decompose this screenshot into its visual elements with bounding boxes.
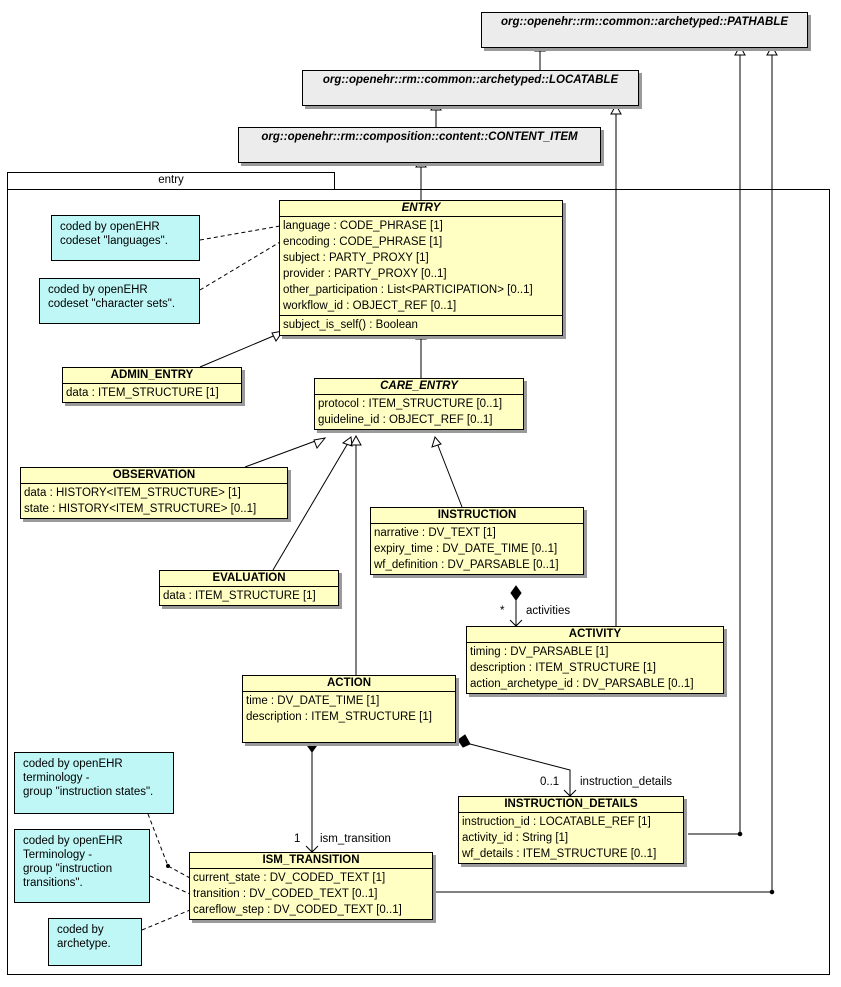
ism-transition-role: ism_transition (320, 833, 391, 845)
attribute: narrative : DV_TEXT [1] (374, 527, 496, 539)
note-instruction-states: coded by openEHR terminology - group "in… (14, 752, 174, 814)
attribute: description : ITEM_STRUCTURE [1] (470, 662, 656, 674)
attribute: provider : PARTY_PROXY [0..1] (283, 268, 447, 280)
pathable-class[interactable]: org::openehr::rm::common::archetyped::PA… (481, 12, 808, 48)
attribute-list: data : ITEM_STRUCTURE [1] (63, 384, 241, 402)
attribute: description : ITEM_STRUCTURE [1] (246, 711, 432, 723)
note-line: codeset "character sets". (48, 298, 176, 310)
note-line: terminology - (23, 772, 90, 784)
ism-transition-multiplicity: 1 (294, 833, 301, 845)
attribute: instruction_id : LOCATABLE_REF [1] (462, 816, 651, 828)
attribute-list: data : HISTORY<ITEM_STRUCTURE> [1] state… (21, 484, 287, 518)
operation: subject_is_self() : Boolean (283, 319, 418, 331)
entry-class[interactable]: ENTRY language : CODE_PHRASE [1] encodin… (279, 200, 563, 336)
note-archetype: coded by archetype. (48, 918, 142, 966)
note-line: codeset "languages". (60, 235, 168, 247)
attribute: timing : DV_PARSABLE [1] (470, 646, 609, 658)
attribute: careflow_step : DV_CODED_TEXT [0..1] (193, 904, 402, 916)
activity-class[interactable]: ACTIVITY timing : DV_PARSABLE [1] descri… (466, 626, 724, 694)
note-line: archetype. (57, 938, 111, 950)
note-line: group "instruction (23, 863, 113, 875)
note-line: Terminology - (23, 849, 93, 861)
package-frame (7, 189, 830, 975)
class-title: ACTIVITY (467, 627, 723, 643)
attribute: wf_details : ITEM_STRUCTURE [0..1] (462, 848, 657, 860)
class-title: OBSERVATION (21, 468, 287, 484)
attribute: subject : PARTY_PROXY [1] (283, 252, 429, 264)
attribute: time : DV_DATE_TIME [1] (246, 695, 380, 707)
attribute-spacer (246, 725, 452, 741)
note-line: coded by openEHR (48, 284, 148, 296)
note-character-sets: coded by openEHR codeset "character sets… (39, 278, 200, 324)
content-item-class[interactable]: org::openehr::rm::composition::content::… (238, 127, 601, 163)
attribute: other_participation : List<PARTICIPATION… (283, 284, 533, 296)
operation-list: subject_is_self() : Boolean (280, 315, 562, 335)
attribute-list: protocol : ITEM_STRUCTURE [0..1] guideli… (315, 395, 523, 429)
attribute-list: timing : DV_PARSABLE [1] description : I… (467, 643, 723, 693)
instruction-class[interactable]: INSTRUCTION narrative : DV_TEXT [1] expi… (370, 507, 584, 575)
class-title: ISM_TRANSITION (190, 853, 432, 869)
instruction-details-class[interactable]: INSTRUCTION_DETAILS instruction_id : LOC… (458, 796, 684, 864)
attribute-list: data : ITEM_STRUCTURE [1] (160, 587, 338, 605)
class-title: ENTRY (280, 201, 562, 217)
instruction-details-role: instruction_details (580, 776, 673, 788)
attribute: guideline_id : OBJECT_REF [0..1] (318, 414, 493, 426)
class-title: ACTION (243, 676, 455, 692)
class-title: CARE_ENTRY (315, 379, 523, 395)
admin-entry-class[interactable]: ADMIN_ENTRY data : ITEM_STRUCTURE [1] (62, 367, 242, 403)
attribute: data : ITEM_STRUCTURE [1] (66, 387, 219, 399)
attribute: protocol : ITEM_STRUCTURE [0..1] (318, 398, 503, 410)
attribute: data : HISTORY<ITEM_STRUCTURE> [1] (24, 487, 241, 499)
activities-role: activities (526, 605, 571, 617)
attribute: workflow_id : OBJECT_REF [0..1] (283, 300, 457, 312)
class-title: INSTRUCTION_DETAILS (459, 797, 683, 813)
package-tab: entry (7, 172, 335, 189)
instruction-details-multiplicity: 0..1 (540, 776, 560, 788)
attribute-list: time : DV_DATE_TIME [1] description : IT… (243, 692, 455, 742)
attribute: current_state : DV_CODED_TEXT [1] (193, 872, 386, 884)
attribute-list: current_state : DV_CODED_TEXT [1] transi… (190, 869, 432, 919)
attribute: expiry_time : DV_DATE_TIME [0..1] (374, 543, 558, 555)
note-line: coded by (57, 924, 104, 936)
note-instruction-transitions: coded by openEHR Terminology - group "in… (14, 829, 150, 903)
attribute-list: language : CODE_PHRASE [1] encoding : CO… (280, 217, 562, 315)
attribute-list: narrative : DV_TEXT [1] expiry_time : DV… (371, 524, 583, 574)
care-entry-class[interactable]: CARE_ENTRY protocol : ITEM_STRUCTURE [0.… (314, 378, 524, 430)
attribute: action_archetype_id : DV_PARSABLE [0..1] (470, 678, 694, 690)
action-class[interactable]: ACTION time : DV_DATE_TIME [1] descripti… (242, 675, 456, 743)
attribute: wf_definition : DV_PARSABLE [0..1] (374, 559, 559, 571)
attribute: encoding : CODE_PHRASE [1] (283, 236, 443, 248)
attribute: language : CODE_PHRASE [1] (283, 220, 443, 232)
observation-class[interactable]: OBSERVATION data : HISTORY<ITEM_STRUCTUR… (20, 467, 288, 519)
note-languages: coded by openEHR codeset "languages". (51, 215, 200, 261)
class-title: INSTRUCTION (371, 508, 583, 524)
activities-multiplicity: * (500, 605, 505, 617)
attribute: activity_id : String [1] (462, 832, 569, 844)
class-title: ADMIN_ENTRY (63, 368, 241, 384)
attribute: transition : DV_CODED_TEXT [0..1] (193, 888, 378, 900)
note-line: coded by openEHR (23, 835, 123, 847)
locatable-class[interactable]: org::openehr::rm::common::archetyped::LO… (302, 70, 639, 106)
attribute-list: instruction_id : LOCATABLE_REF [1] activ… (459, 813, 683, 863)
evaluation-class[interactable]: EVALUATION data : ITEM_STRUCTURE [1] (159, 570, 339, 606)
note-line: coded by openEHR (60, 221, 160, 233)
note-line: transitions". (23, 877, 83, 889)
ism-transition-class[interactable]: ISM_TRANSITION current_state : DV_CODED_… (189, 852, 433, 920)
attribute: data : ITEM_STRUCTURE [1] (163, 590, 316, 602)
note-line: coded by openEHR (23, 758, 123, 770)
class-title: EVALUATION (160, 571, 338, 587)
attribute: state : HISTORY<ITEM_STRUCTURE> [0..1] (24, 503, 257, 515)
note-line: group "instruction states". (23, 786, 154, 798)
